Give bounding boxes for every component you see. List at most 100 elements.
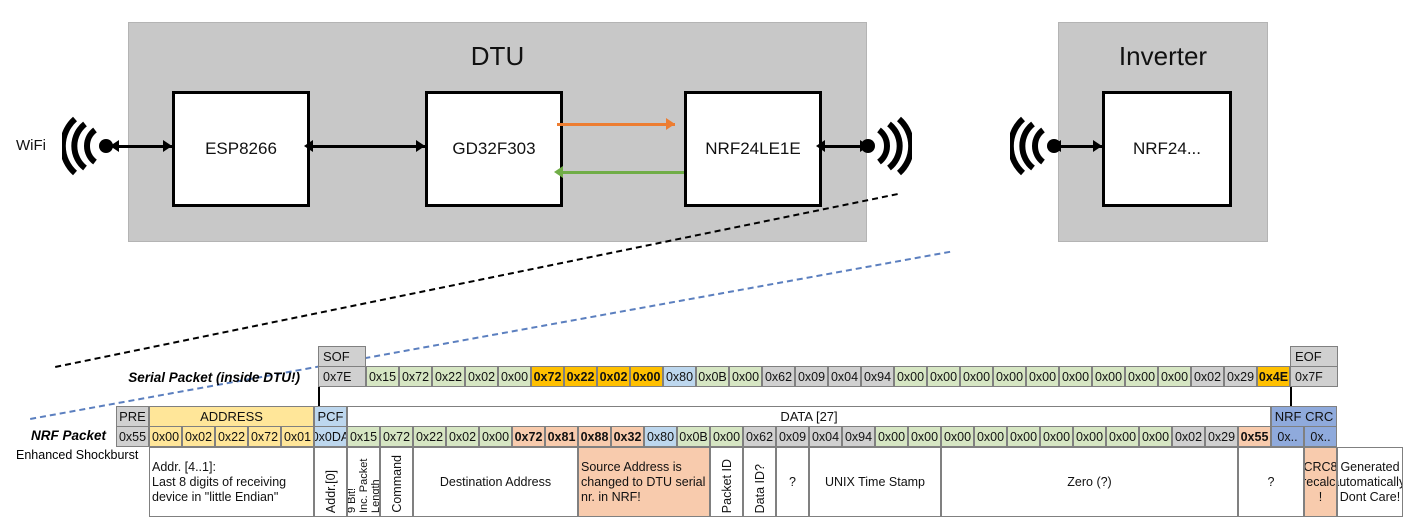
nrf-byte-5: 0x01 [281, 426, 314, 447]
serial-byte-20: 0x00 [1026, 366, 1059, 387]
arrowhead-right-inverter-nrf [1093, 140, 1102, 152]
arrow-gd32-to-nrf-orange [557, 123, 675, 126]
nrf-byte-3: 0x22 [215, 426, 248, 447]
serial-sof-header: SOF [318, 346, 366, 367]
serial-byte-23: 0x00 [1125, 366, 1158, 387]
nrf-byte-2: 0x02 [182, 426, 215, 447]
serial-byte-11: 0x00 [729, 366, 762, 387]
serial-byte-7: 0x02 [597, 366, 630, 387]
serial-byte-15: 0x94 [861, 366, 894, 387]
nrf-note-10: Zero (?) [941, 447, 1238, 517]
serial-byte-21: 0x00 [1059, 366, 1092, 387]
nrf-byte-30: 0x00 [1106, 426, 1139, 447]
arrowhead-right-esp [163, 140, 172, 152]
serial-byte-4: 0x00 [498, 366, 531, 387]
serial-sof-value: 0x7E [318, 366, 366, 387]
nrf-note-11: ? [1238, 447, 1304, 517]
nrf-packet-subtitle: Enhanced Shockburst [16, 448, 139, 462]
nrf-note-9: UNIX Time Stamp [809, 447, 941, 517]
serial-byte-13: 0x09 [795, 366, 828, 387]
nrf-byte-16: 0x80 [644, 426, 677, 447]
nrf-byte-15: 0x32 [611, 426, 644, 447]
serial-byte-6: 0x22 [564, 366, 597, 387]
dtu-title: DTU [470, 41, 525, 71]
nrf-byte-6: 0x0DA [314, 426, 347, 447]
nrf-note-label-2: 9 Bit! Inc. Packet Length [347, 458, 380, 513]
serial-tick-0 [318, 387, 320, 409]
nrf-byte-33: 0x29 [1205, 426, 1238, 447]
nrf-note-label-1: Addr.[0] [323, 469, 338, 513]
serial-byte-26: 0x29 [1224, 366, 1257, 387]
nrf-byte-7: 0x15 [347, 426, 380, 447]
nrf-byte-0: 0x55 [116, 426, 149, 447]
serial-byte-14: 0x04 [828, 366, 861, 387]
chip-nrf24le1e: NRF24LE1E [684, 91, 822, 207]
nrf-note-8: ? [776, 447, 809, 517]
serial-tick-1 [1290, 387, 1292, 409]
nrf-byte-24: 0x00 [908, 426, 941, 447]
nrf-note-label-6: Packet ID [719, 458, 734, 513]
arrow-antenna-inverter [1055, 145, 1102, 148]
nrf-byte-9: 0x22 [413, 426, 446, 447]
serial-byte-19: 0x00 [993, 366, 1026, 387]
chip-esp8266-label: ESP8266 [205, 139, 277, 158]
nrf-byte-25: 0x00 [941, 426, 974, 447]
arrow-nrf-antenna [819, 145, 869, 148]
serial-byte-12: 0x62 [762, 366, 795, 387]
nrf-byte-14: 0x88 [578, 426, 611, 447]
serial-eof-header: EOF [1290, 346, 1338, 367]
nrf-byte-11: 0x00 [479, 426, 512, 447]
nrf-byte-29: 0x00 [1073, 426, 1106, 447]
nrf-note-label-7: Data ID? [752, 463, 767, 513]
chip-esp8266: ESP8266 [172, 91, 310, 207]
arrowhead-left-green [554, 166, 563, 178]
nrf-note-2: 9 Bit! Inc. Packet Length [347, 447, 380, 517]
arrowhead-right-orange [666, 118, 675, 130]
nrf-note-12: CRC8 recalc. ! [1304, 447, 1337, 517]
nrf-group-pcf: PCF [314, 406, 347, 427]
nrf-byte-22: 0x94 [842, 426, 875, 447]
nrf-note-6: Packet ID [710, 447, 743, 517]
serial-byte-27: 0x4E [1257, 366, 1290, 387]
serial-byte-16: 0x00 [894, 366, 927, 387]
nrf-note-4: Destination Address [413, 447, 578, 517]
nrf-byte-13: 0x81 [545, 426, 578, 447]
serial-byte-25: 0x02 [1191, 366, 1224, 387]
nrf-byte-28: 0x00 [1040, 426, 1073, 447]
serial-byte-18: 0x00 [960, 366, 993, 387]
nrf-note-0: Addr. [4..1]: Last 8 digits of receiving… [149, 447, 314, 517]
arrow-nrf-to-gd32-green [557, 171, 684, 174]
arrowhead-left-nrf [816, 140, 825, 152]
chip-nrf24-inverter: NRF24... [1102, 91, 1232, 207]
nrf-byte-4: 0x72 [248, 426, 281, 447]
nrf-note-13: Generated automatically. Dont Care! [1337, 447, 1403, 517]
serial-eof-value: 0x7F [1290, 366, 1338, 387]
chip-nrf24le1e-label: NRF24LE1E [705, 139, 801, 158]
serial-byte-0: 0x15 [366, 366, 399, 387]
chip-nrf24-label: NRF24... [1132, 139, 1202, 158]
serial-byte-22: 0x00 [1092, 366, 1125, 387]
serial-byte-9: 0x80 [663, 366, 696, 387]
wifi-antenna-icon [62, 116, 113, 176]
chip-gd32f303-label: GD32F303 [452, 139, 536, 158]
nrf-byte-27: 0x00 [1007, 426, 1040, 447]
arrow-esp-gd32 [307, 145, 425, 148]
nrf-byte-34: 0x55 [1238, 426, 1271, 447]
nrf-byte-20: 0x09 [776, 426, 809, 447]
nrf-byte-21: 0x04 [809, 426, 842, 447]
nrf-byte-23: 0x00 [875, 426, 908, 447]
nrf-group-pre: PRE [116, 406, 149, 427]
nrf-packet-title: NRF Packet [30, 428, 106, 443]
nrf-note-label-3: Command [389, 455, 404, 513]
inverter-title: Inverter [1118, 41, 1208, 71]
arrowhead-right-gd32 [416, 140, 425, 152]
nrf-note-5: Source Address is changed to DTU serial … [578, 447, 710, 517]
serial-byte-5: 0x72 [531, 366, 564, 387]
nrf-byte-17: 0x0B [677, 426, 710, 447]
serial-byte-2: 0x22 [432, 366, 465, 387]
nrf-note-1: Addr.[0] [314, 447, 347, 517]
chip-gd32f303: GD32F303 [425, 91, 563, 207]
nrf-byte-18: 0x00 [710, 426, 743, 447]
nrf-byte-31: 0x00 [1139, 426, 1172, 447]
arrowhead-right-antenna-dtu [860, 140, 869, 152]
